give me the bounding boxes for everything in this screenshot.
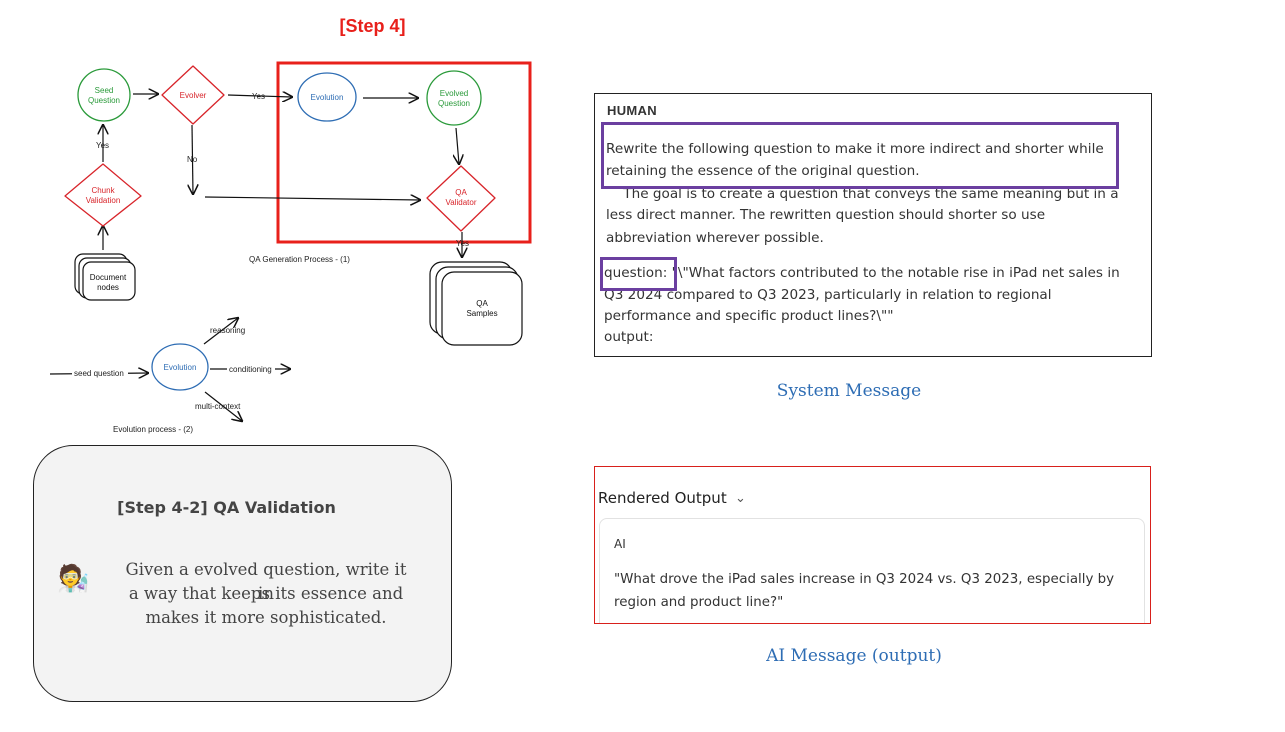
svg-text:Evolution: Evolution — [164, 363, 197, 372]
svg-text:Evolution: Evolution — [311, 93, 344, 102]
step-4-label: [Step 4] — [339, 16, 406, 36]
rendered-output-toggle[interactable]: Rendered Output — [598, 489, 727, 507]
ai-output-panel: Rendered Output ⌄ AI "What drove the iPa… — [594, 466, 1151, 624]
svg-text:Validation: Validation — [86, 196, 121, 205]
card-text-line-1: Given a evolved question, write it in — [125, 560, 407, 603]
node-evolved-question: Evolved Question — [426, 70, 482, 126]
svg-text:Seed: Seed — [95, 86, 114, 95]
role-label-ai: AI — [614, 537, 626, 551]
ai-output-line-2: region and product line?" — [614, 595, 784, 610]
role-label-human: HUMAN — [607, 103, 657, 118]
svg-text:Chunk: Chunk — [91, 186, 115, 195]
node-qa-validator: QA Validator — [426, 165, 496, 232]
svg-text:Document: Document — [90, 273, 127, 282]
svg-text:QA: QA — [476, 299, 488, 308]
card-title: [Step 4-2] QA Validation — [117, 498, 336, 517]
qa-generation-diagram: Yes Yes No Yes Seed Question Evolver Evo… — [49, 61, 532, 434]
card-text-line-2: a way that keeps its essence and — [128, 584, 404, 603]
svg-text:Samples: Samples — [466, 309, 497, 318]
caption-evolution-process: Evolution process - (2) — [113, 425, 193, 434]
prompt-line-9: output: — [604, 329, 654, 345]
edge-label-yes-top: Yes — [252, 92, 265, 101]
edge-to-reasoning — [203, 318, 238, 345]
edge-no-to-validator — [204, 197, 420, 200]
svg-text:Evolver: Evolver — [180, 91, 207, 100]
node-seed-question: Seed Question — [77, 68, 131, 122]
node-evolution-2: Evolution — [151, 343, 209, 391]
svg-text:QA: QA — [455, 188, 467, 197]
chevron-down-icon[interactable]: ⌄ — [735, 490, 746, 505]
edge-to-multi-context — [204, 391, 242, 421]
svg-text:Question: Question — [88, 96, 120, 105]
edge-label-yes-bottom: Yes — [456, 239, 469, 248]
prompt-line-4: less direct manner. The rewritten questi… — [606, 207, 1046, 223]
ai-output-line-1: "What drove the iPad sales increase in Q… — [614, 572, 1115, 587]
prompt-line-7: Q3 2024 compared to Q3 2023, particularl… — [604, 287, 1052, 303]
svg-text:Evolved: Evolved — [440, 89, 468, 98]
system-message-panel: HUMAN Rewrite the following question to … — [594, 93, 1152, 357]
question-highlight-box — [600, 257, 677, 291]
node-evolution: Evolution — [297, 72, 357, 122]
scientist-icon: 🧑‍🔬 — [57, 563, 90, 593]
label-seed-question: seed question — [74, 369, 124, 378]
prompt-line-2: retaining the essence of the original qu… — [606, 163, 920, 179]
edge-evolver-to-evolution — [227, 95, 292, 97]
edge-label-yes-left: Yes — [96, 141, 109, 150]
edge-evolved-to-validator — [456, 127, 459, 164]
node-evolver: Evolver — [161, 65, 225, 125]
edge-evolver-no-down — [192, 124, 193, 194]
node-qa-samples: QA Samples — [429, 261, 523, 346]
prompt-line-3: The goal is to create a question that co… — [606, 186, 1119, 202]
label-conditioning: conditioning — [229, 365, 272, 374]
prompt-line-6: question: "\"What factors contributed to… — [604, 265, 1120, 281]
svg-text:Question: Question — [438, 99, 470, 108]
step-4-highlight-box — [276, 61, 532, 244]
label-reasoning: reasoning — [210, 326, 245, 335]
prompt-line-1: Rewrite the following question to make i… — [606, 141, 1104, 157]
svg-text:Validator: Validator — [446, 198, 477, 207]
node-chunk-validation: Chunk Validation — [64, 163, 142, 227]
svg-text:nodes: nodes — [97, 283, 119, 292]
card-text-line-3: makes it more sophisticated. — [145, 608, 387, 627]
caption-qa-generation: QA Generation Process - (1) — [249, 255, 350, 264]
label-multi-context: multi-context — [195, 402, 241, 411]
ai-message-caption: AI Message (output) — [766, 646, 942, 666]
system-message-caption: System Message — [776, 381, 922, 401]
edge-label-no: No — [187, 155, 198, 164]
instruction-highlight-box — [601, 122, 1119, 189]
node-document-nodes: Document nodes — [74, 253, 136, 301]
prompt-line-5: abbreviation wherever possible. — [606, 230, 824, 246]
prompt-line-8: performance and specific product lines?\… — [604, 308, 894, 324]
step-4-2-card: [Step 4-2] QA Validation 🧑‍🔬 Given a evo… — [33, 445, 452, 702]
ai-message-card: AI "What drove the iPad sales increase i… — [599, 518, 1145, 623]
